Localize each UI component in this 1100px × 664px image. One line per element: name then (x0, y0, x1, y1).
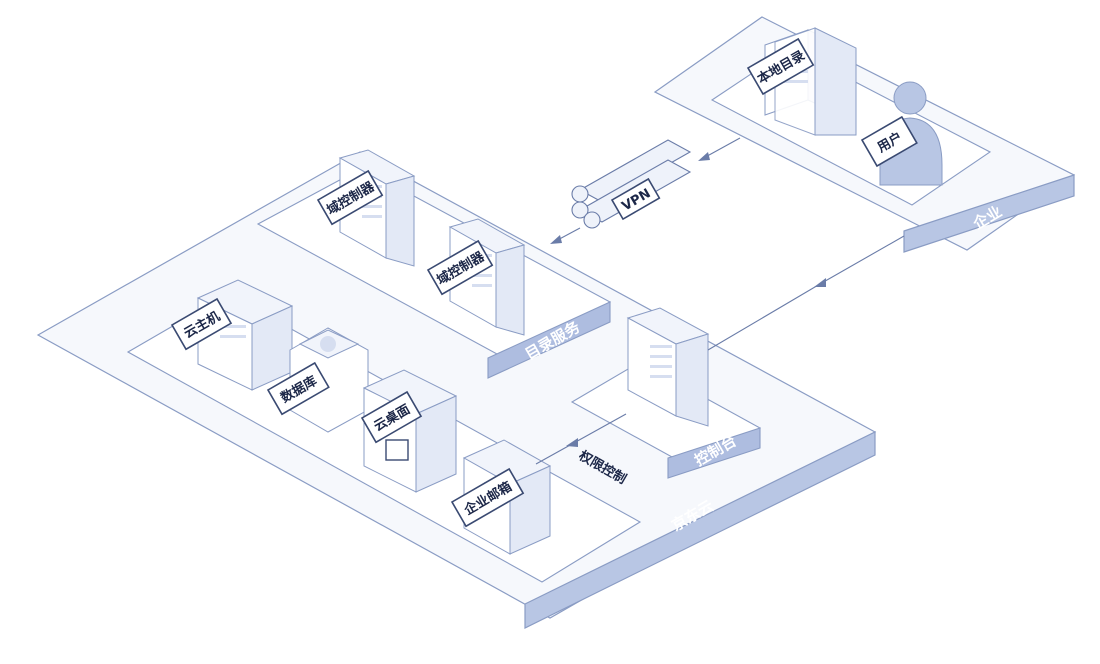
local-directory-server: 本地目录 (746, 27, 857, 136)
user-figure: 用户 (860, 81, 943, 186)
connector-permission-control (535, 413, 627, 465)
local-directory-tag (746, 37, 815, 96)
database-icon (320, 336, 336, 352)
console-platform: 控制台 (570, 307, 762, 479)
connector-enterprise-to-console (707, 235, 905, 351)
cloud-host-tag (170, 297, 233, 351)
database-node: 数据库 (266, 327, 369, 433)
cloud-desktop-tag (360, 390, 423, 444)
arrow-to-directory (550, 235, 562, 244)
cloud-platform: 京东云 (36, 151, 877, 629)
cloud-host-server: 云主机 (170, 279, 294, 391)
domain-controller-1: 域控制器 (316, 149, 416, 267)
arrow-to-console (814, 278, 826, 287)
user-icon (893, 81, 927, 115)
user-tag (860, 115, 918, 168)
enterprise-mail-tag (450, 467, 525, 528)
domain-controller-1-tag (316, 169, 384, 226)
arrow-permission (566, 438, 578, 447)
domain-controller-2-tag (426, 239, 494, 296)
domain-controller-2: 域控制器 (426, 218, 526, 336)
desktop-monitor-icon (385, 439, 409, 461)
arrow-to-vpn (698, 152, 710, 161)
vpn-node: VPN (571, 139, 692, 229)
database-tag (266, 361, 330, 416)
enterprise-platform: 企业 (653, 16, 1076, 253)
enterprise-mail-node: 企业邮箱 (450, 439, 552, 555)
vpn-tag (610, 177, 661, 221)
cloud-desktop-node: 云桌面 (360, 369, 458, 493)
